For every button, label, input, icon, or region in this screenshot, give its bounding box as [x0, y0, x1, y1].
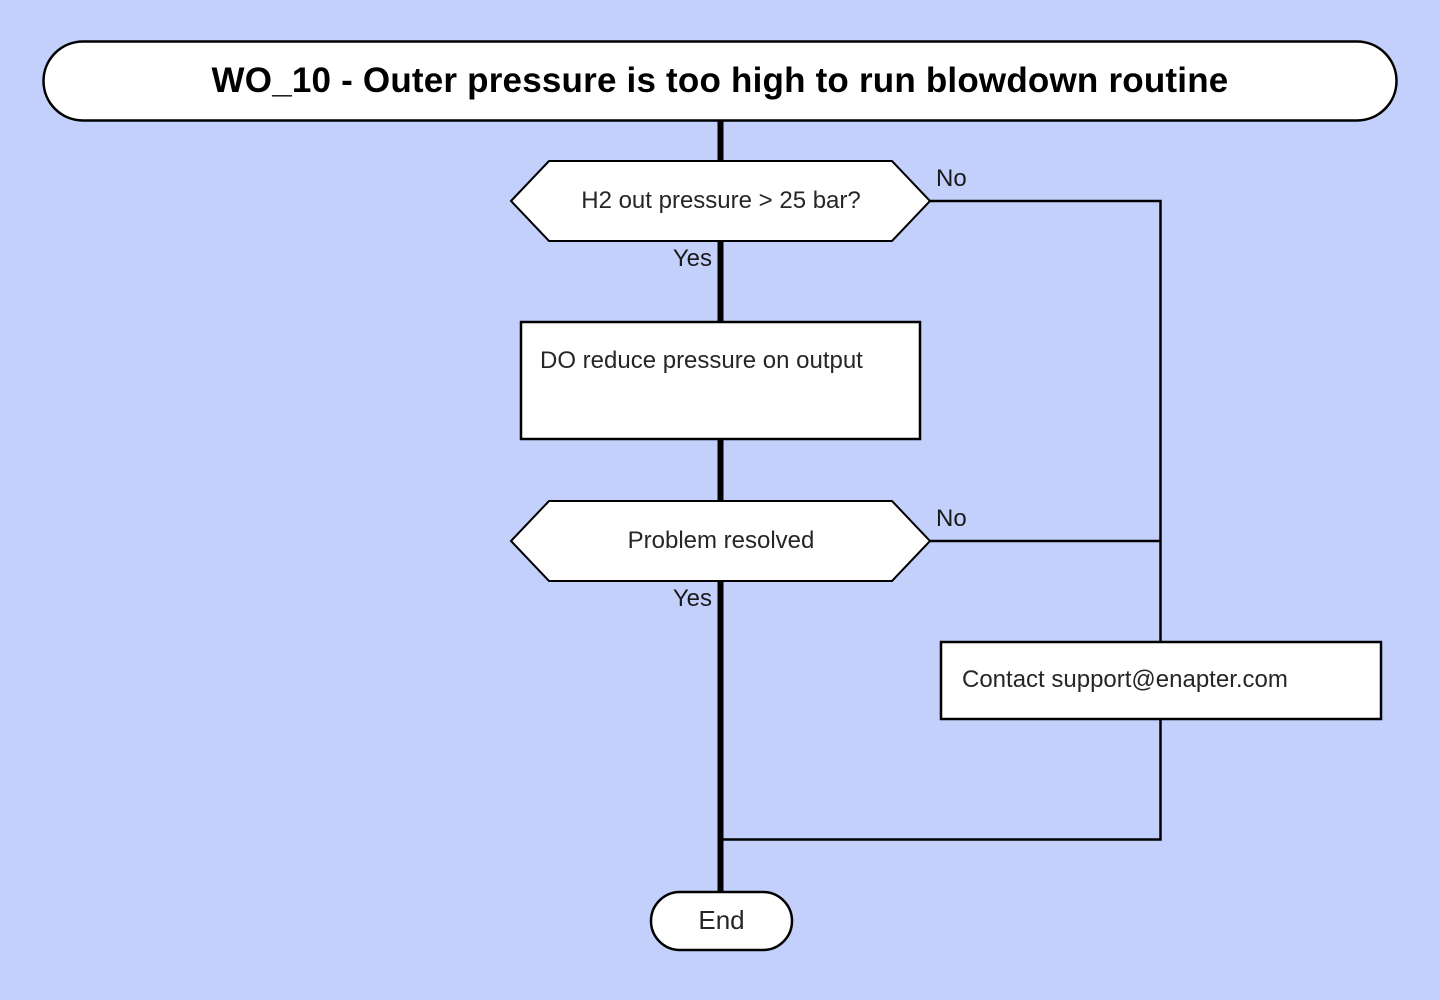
edge-label-no-2: No: [936, 505, 967, 532]
process-reduce-pressure-label: DO reduce pressure on output: [540, 347, 863, 374]
process-contact-support-label: Contact support@enapter.com: [962, 666, 1288, 694]
process-reduce-pressure-shape: [519, 320, 922, 441]
decision-problem-resolved-label: Problem resolved: [627, 526, 815, 554]
edge-label-no-1: No: [936, 165, 967, 192]
end-node-shape: [649, 890, 794, 952]
title-node-shape: [42, 40, 1398, 122]
edge-label-yes-2: Yes: [672, 585, 712, 612]
decision-h2-pressure-label: H2 out pressure > 25 bar?: [581, 186, 861, 214]
edge-no-branch-1: [721, 199, 1162, 841]
flowchart-title: WO_10 - Outer pressure is too high to ru…: [211, 60, 1229, 100]
end-node-label: End: [698, 905, 745, 936]
edge-label-yes-1: Yes: [672, 245, 712, 272]
decision-h2-pressure-shape: [509, 160, 932, 242]
decision-problem-resolved-shape: [509, 500, 932, 582]
process-contact-support-shape: [939, 640, 1383, 721]
